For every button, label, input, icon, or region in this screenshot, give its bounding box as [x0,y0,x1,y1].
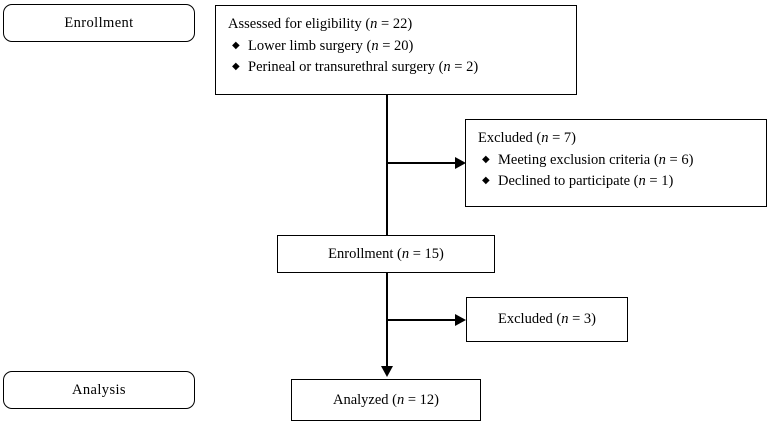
excluded-second-title-prefix: Excluded ( [498,311,562,328]
excluded-first-item-1-suffix: = 1) [645,173,674,190]
stage-label-analysis-text: Analysis [72,381,126,398]
connector-branch-to-excluded-first [386,162,456,164]
assessed-bullet-list: ◆Lower limb surgery (n = 20) ◆Perineal o… [228,36,566,78]
excluded-first-item-0-suffix: = 6) [665,152,694,169]
list-item: ◆ Lower limb surgery (n = 20) [232,36,566,57]
excluded-first-title-var: n [541,130,549,146]
assessed-title-suffix: = 22) [377,16,413,32]
arrow-right-icon-excluded-second [455,314,466,326]
excluded-second-title-suffix: = 3) [568,311,596,328]
assessed-item-0-prefix: Lower limb surgery ( [248,38,372,55]
assessed-item-0-var: n [371,38,379,55]
analyzed-title: Analyzed (n = 12) [333,391,439,409]
excluded-first-title-prefix: Excluded ( [478,130,542,146]
assessed-title-prefix: Assessed for eligibility ( [228,16,371,32]
connector-assessed-to-enrolled [386,95,388,273]
assessed-item-1-prefix: Perineal or transurethral surgery ( [248,59,444,76]
excluded-first-bullet-list: ◆Meeting exclusion criteria (n = 6) ◆Dec… [478,150,756,192]
analyzed-title-suffix: = 12) [404,391,440,408]
assessed-box-body: Assessed for eligibility (n = 22) ◆Lower… [216,6,576,84]
excluded-second-title: Excluded (n = 3) [498,310,596,328]
enrolled-title-prefix: Enrollment ( [328,245,402,262]
diamond-bullet-icon: ◆ [482,175,490,187]
excluded-first-box-body: Excluded (n = 7) ◆Meeting exclusion crit… [466,120,766,198]
excluded-second-title-var: n [561,311,569,328]
node-analyzed: Analyzed (n = 12) [291,379,481,421]
assessed-item-1-var: n [443,59,451,76]
excluded-first-title: Excluded (n = 7) [478,129,756,147]
enrolled-title: Enrollment (n = 15) [328,245,444,263]
arrow-down-icon-analyzed [381,366,393,377]
list-item: ◆ Perineal or transurethral surgery (n = … [232,57,566,78]
excluded-first-title-suffix: = 7) [548,130,576,146]
assessed-title: Assessed for eligibility (n = 22) [228,15,566,33]
assessed-item-0-suffix: = 20) [378,38,414,55]
excluded-first-item-0-prefix: Meeting exclusion criteria ( [498,152,659,169]
excluded-first-item-1-prefix: Declined to participate ( [498,173,639,190]
analyzed-title-var: n [397,391,405,408]
arrow-right-icon-excluded-first [455,157,466,169]
diamond-bullet-icon: ◆ [232,61,240,73]
excluded-first-item-0-var: n [658,152,666,169]
assessed-item-1-suffix: = 2) [450,59,479,76]
node-assessed-for-eligibility: Assessed for eligibility (n = 22) ◆Lower… [215,5,577,95]
enrolled-title-suffix: = 15) [409,245,444,262]
enrolled-title-var: n [401,245,410,262]
list-item: ◆ Meeting exclusion criteria (n = 6) [482,150,756,171]
list-item: ◆ Declined to participate (n = 1) [482,171,756,192]
stage-label-enrollment: Enrollment [3,4,195,42]
stage-label-enrollment-text: Enrollment [64,14,134,31]
connector-branch-to-excluded-second [386,319,456,321]
excluded-first-item-1-var: n [638,173,646,190]
node-excluded-second: Excluded (n = 3) [466,297,628,342]
stage-label-analysis: Analysis [3,371,195,409]
node-excluded-first: Excluded (n = 7) ◆Meeting exclusion crit… [465,119,767,207]
diamond-bullet-icon: ◆ [232,40,240,52]
node-enrolled: Enrollment (n = 15) [277,235,495,273]
analyzed-title-prefix: Analyzed ( [332,391,397,408]
assessed-title-var: n [370,16,378,32]
diamond-bullet-icon: ◆ [482,154,490,166]
